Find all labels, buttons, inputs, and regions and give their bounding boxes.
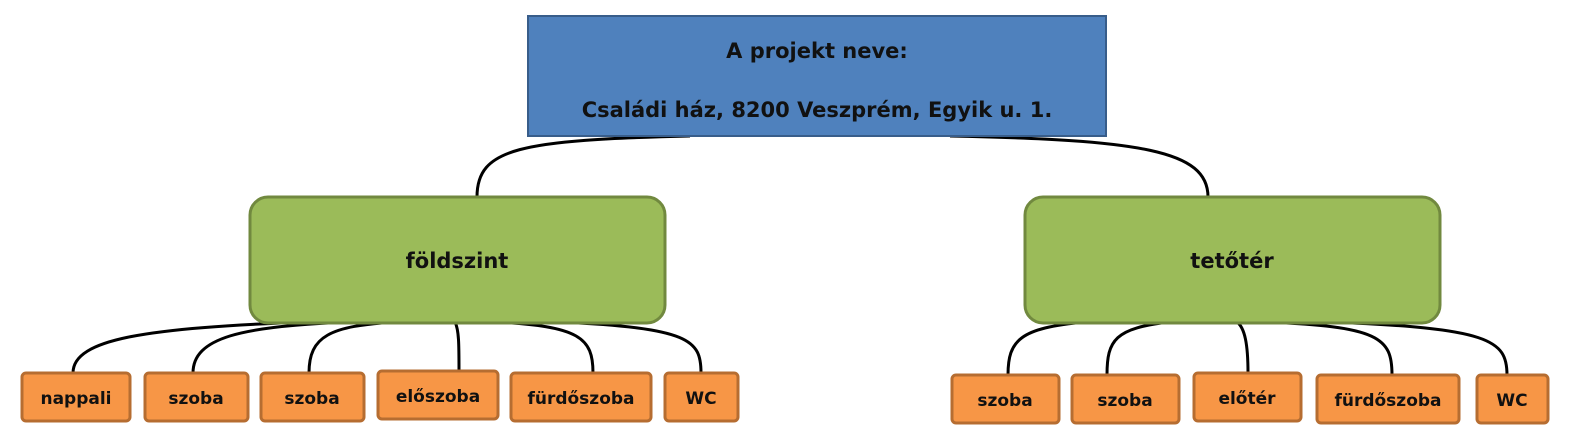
level-label: földszint: [406, 249, 509, 273]
connector-line: [475, 134, 691, 198]
room-node: szoba: [259, 371, 366, 423]
connector-line: [559, 320, 703, 374]
room-label: előszoba: [396, 387, 480, 407]
room-box: [509, 371, 653, 423]
room-label: szoba: [284, 389, 339, 409]
room-node: szoba: [143, 371, 250, 423]
level-box: [248, 195, 667, 325]
room-box: [1475, 373, 1550, 425]
connector-line: [191, 320, 351, 374]
room-box: [950, 373, 1061, 425]
room-node: előtér: [1192, 371, 1303, 423]
room-box: [376, 369, 500, 421]
room-box: [1070, 373, 1181, 425]
root-box: [527, 15, 1107, 137]
connector-line: [71, 320, 306, 374]
room-node: WC: [663, 371, 740, 423]
room-box: [663, 371, 740, 423]
connector-line: [1261, 320, 1394, 376]
level-box: [1023, 195, 1442, 325]
room-box: [1315, 373, 1461, 425]
room-node: szoba: [1070, 373, 1181, 425]
room-box: [143, 371, 250, 423]
connector-line: [307, 320, 396, 374]
root-title: A projekt neve:: [726, 39, 908, 63]
connector-line: [453, 321, 461, 372]
root-node: A projekt neve: Családi ház, 8200 Veszpr…: [527, 15, 1107, 137]
level-label: tetőtér: [1190, 249, 1274, 273]
room-label: előtér: [1218, 389, 1276, 409]
level-node-tetoter: tetőtér: [1023, 195, 1442, 325]
level-node-foldszint: földszint: [248, 195, 667, 325]
root-subtitle: Családi ház, 8200 Veszprém, Egyik u. 1.: [582, 98, 1053, 122]
room-label: WC: [685, 389, 716, 409]
room-label: nappali: [40, 389, 111, 409]
connector-line: [1235, 320, 1250, 374]
room-node: fürdőszoba: [1315, 373, 1461, 425]
room-box: [20, 371, 132, 423]
connector-line: [1327, 320, 1509, 376]
room-box: [259, 371, 366, 423]
connector-line: [1105, 320, 1171, 376]
room-node: nappali: [20, 371, 132, 423]
room-group-tetoter: szoba szoba előtér fürdőszoba WC: [950, 371, 1550, 425]
room-label: szoba: [168, 389, 223, 409]
room-node: WC: [1475, 373, 1550, 425]
room-node: előszoba: [376, 369, 500, 421]
room-box: [1192, 371, 1303, 423]
room-label: WC: [1496, 391, 1527, 411]
room-label: szoba: [1097, 391, 1152, 411]
connector-line: [949, 134, 1210, 198]
connector-line: [494, 320, 595, 374]
room-group-foldszint: nappali szoba szoba előszoba fürdőszoba …: [20, 369, 740, 423]
room-label: fürdőszoba: [527, 389, 634, 409]
room-label: fürdőszoba: [1334, 391, 1441, 411]
connector-line: [1006, 320, 1086, 376]
room-label: szoba: [977, 391, 1032, 411]
room-node: fürdőszoba: [509, 371, 653, 423]
room-node: szoba: [950, 373, 1061, 425]
